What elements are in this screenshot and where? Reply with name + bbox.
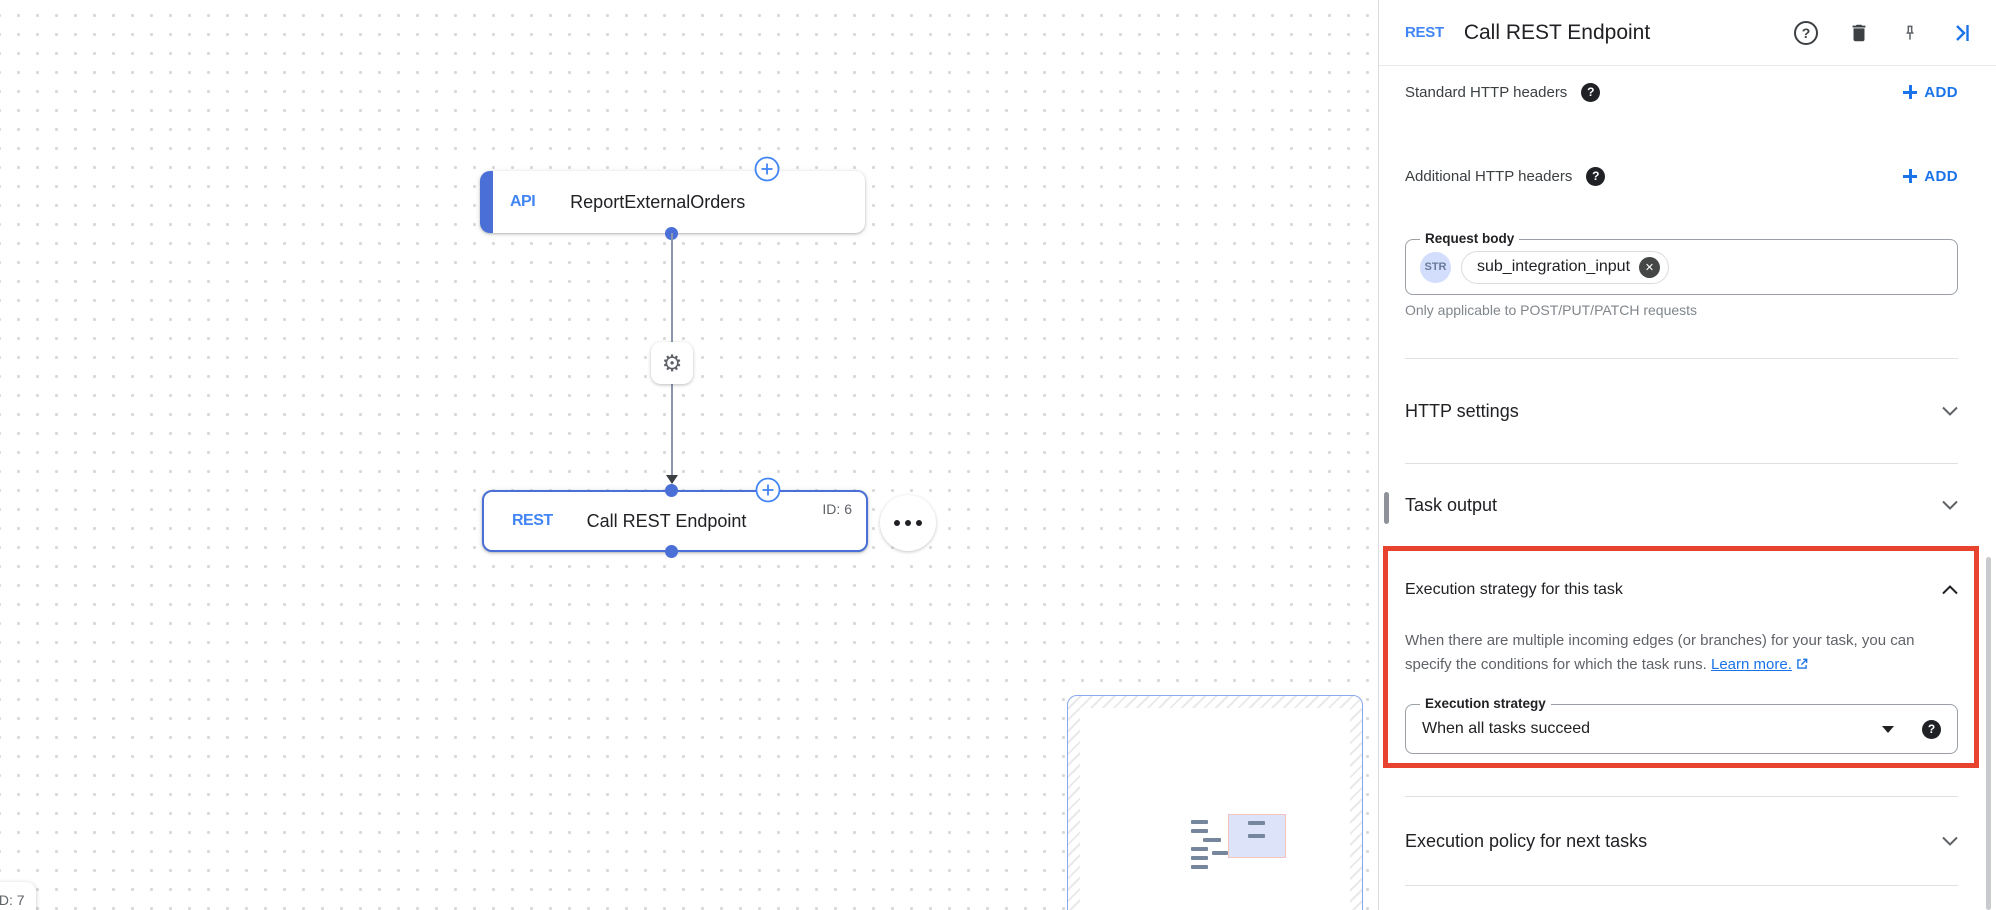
section-execution-policy[interactable]: Execution policy for next tasks (1405, 797, 1958, 885)
chevron-up-icon (1942, 585, 1958, 595)
chevron-down-icon (1942, 500, 1958, 510)
plus-icon (1903, 85, 1918, 99)
divider (1405, 885, 1958, 886)
node-report-external-orders[interactable]: API ReportExternalOrders (480, 171, 865, 233)
rest-type-label: REST (512, 512, 553, 529)
node-title: Call REST Endpoint (586, 510, 747, 531)
divider (1405, 463, 1958, 464)
workflow-canvas[interactable]: API ReportExternalOrders ⚙ REST Call RES… (0, 0, 1378, 910)
node-more-menu-button[interactable] (880, 495, 936, 551)
output-port[interactable] (665, 545, 678, 558)
node-id-label: ID: 7 (0, 892, 25, 908)
additional-http-headers-label: Additional HTTP headers (1405, 167, 1573, 185)
execution-strategy-highlight-box: Execution strategy for this task When th… (1383, 546, 1979, 768)
pin-icon[interactable] (1900, 21, 1920, 45)
chevron-down-icon (1942, 836, 1958, 846)
learn-more-link[interactable]: Learn more. (1711, 656, 1792, 673)
rest-type-label: REST (1405, 24, 1444, 41)
request-body-value-chip[interactable]: sub_integration_input ✕ (1461, 250, 1670, 284)
execution-strategy-value: When all tasks succeed (1422, 720, 1591, 737)
input-port[interactable] (665, 484, 678, 497)
standard-http-headers-label: Standard HTTP headers (1405, 83, 1568, 101)
add-additional-header-button[interactable]: ADD (1903, 168, 1958, 185)
request-body-label: Request body (1420, 231, 1520, 246)
api-type-label: API (510, 193, 536, 210)
divider (1405, 796, 1958, 797)
add-edge-icon[interactable] (754, 156, 780, 182)
section-task-output[interactable]: Task output (1405, 464, 1958, 546)
gear-glyph: ⚙ (661, 349, 683, 376)
add-edge-icon[interactable] (755, 477, 781, 503)
panel-scrollbar[interactable] (1986, 557, 1991, 910)
panel-header: REST Call REST Endpoint ? (1379, 0, 1996, 66)
edge-arrowhead (666, 475, 678, 484)
section-http-settings[interactable]: HTTP settings (1405, 359, 1958, 463)
node-id-label: ID: 6 (822, 501, 852, 517)
divider (1405, 358, 1958, 359)
execution-strategy-label: Execution strategy (1420, 696, 1551, 711)
dropdown-caret-icon (1882, 725, 1894, 733)
panel-title: Call REST Endpoint (1463, 20, 1651, 44)
standard-http-headers-row: Standard HTTP headers ? ADD (1405, 66, 1958, 118)
additional-http-headers-row: Additional HTTP headers ? ADD (1405, 150, 1958, 202)
integration-preview-box (1067, 695, 1363, 910)
node-accent-bar (480, 171, 493, 233)
execution-strategy-description: When there are multiple incoming edges (… (1405, 632, 1915, 673)
string-type-chip: STR (1420, 251, 1451, 283)
section-execution-strategy[interactable]: Execution strategy for this task (1405, 551, 1958, 629)
request-body-field[interactable]: Request body STR sub_integration_input ✕ (1405, 231, 1958, 295)
chevron-down-icon (1942, 406, 1958, 416)
plus-icon (1903, 169, 1918, 183)
node-call-rest-endpoint[interactable]: REST Call REST Endpoint ID: 6 (482, 490, 868, 552)
edge-gear-icon[interactable]: ⚙ (651, 342, 693, 384)
delete-icon[interactable] (1848, 21, 1870, 45)
node-partially-visible[interactable]: ID: 7 (0, 882, 36, 910)
help-icon[interactable]: ? (1586, 166, 1606, 186)
collapse-panel-icon[interactable] (1950, 21, 1974, 45)
help-icon[interactable]: ? (1794, 20, 1818, 45)
request-body-helper-text: Only applicable to POST/PUT/PATCH reques… (1405, 302, 1698, 318)
external-link-icon (1797, 658, 1808, 669)
remove-value-icon[interactable]: ✕ (1639, 256, 1661, 278)
node-title: ReportExternalOrders (570, 191, 746, 212)
task-config-panel: REST Call REST Endpoint ? Standard HTTP … (1378, 0, 1996, 910)
help-icon[interactable]: ? (1581, 82, 1601, 102)
help-icon[interactable]: ? (1922, 719, 1941, 739)
panel-scrollbar-left[interactable] (1384, 492, 1389, 524)
execution-strategy-dropdown[interactable]: Execution strategy When all tasks succee… (1405, 696, 1958, 754)
add-standard-header-button[interactable]: ADD (1903, 84, 1958, 101)
